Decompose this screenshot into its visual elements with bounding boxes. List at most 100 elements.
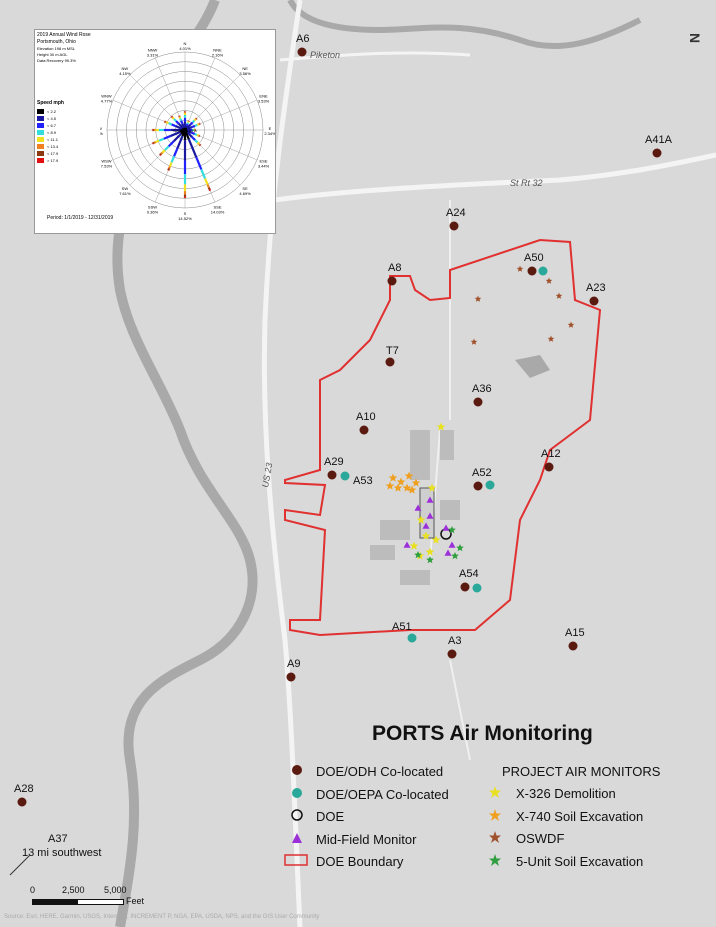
five-unit-star[interactable] (448, 526, 456, 534)
midfield-marker[interactable] (444, 549, 452, 556)
site-marker-a10[interactable] (359, 425, 369, 435)
five-unit-star[interactable] (414, 551, 422, 559)
windrose-legend-item: < 17.9 (37, 150, 58, 157)
windrose-bar (180, 120, 184, 124)
site-marker-a15[interactable] (568, 641, 578, 651)
site-label-t7: T7 (386, 345, 399, 357)
midfield-marker[interactable] (426, 496, 434, 503)
site-label-a50: A50 (524, 252, 544, 264)
legend-label: Mid-Field Monitor (316, 831, 417, 847)
site-marker-a28[interactable] (17, 797, 27, 807)
windrose-swatch (37, 151, 44, 156)
windrose-dir-label: N (184, 41, 187, 46)
site-marker-a9[interactable] (286, 672, 296, 682)
x740-star[interactable] (385, 481, 395, 490)
windrose-bar (198, 143, 201, 146)
legend-symbol-brown-star-icon (488, 830, 502, 849)
site-marker-a52[interactable] (473, 481, 483, 491)
x740-star[interactable] (402, 483, 412, 492)
windrose-bar (159, 153, 162, 156)
windrose-dir-label: SSE (214, 205, 222, 210)
windrose-calm: CALM 0.03% (173, 128, 197, 133)
five-unit-star[interactable] (456, 544, 464, 552)
windrose-bar (168, 161, 173, 167)
windrose-bar (185, 123, 192, 130)
site-marker-a54[interactable] (460, 582, 470, 592)
x740-star[interactable] (411, 478, 421, 487)
site-marker-a53[interactable] (340, 471, 350, 481)
oswdf-star[interactable] (474, 295, 482, 302)
windrose-pct-label: 3.31% (147, 52, 159, 57)
midfield-marker[interactable] (442, 524, 450, 531)
site-marker-a41a[interactable] (652, 148, 662, 158)
windrose-chart: N4.01%NNE2.16%NE3.56%ENE3.53%E2.34%ESE3.… (100, 41, 275, 221)
site-marker-a8[interactable] (387, 276, 397, 286)
oswdf-star[interactable] (555, 292, 563, 299)
site-label-a54: A54 (459, 568, 479, 580)
x740-star[interactable] (388, 473, 398, 482)
site-marker-a50[interactable] (527, 266, 537, 276)
site-marker-a36[interactable] (473, 397, 483, 407)
windrose-bar (173, 147, 179, 157)
midfield-marker[interactable] (414, 504, 422, 511)
scale-tick-0: 0 (30, 885, 36, 895)
windrose-pct-label: 7.53% (101, 164, 113, 169)
windrose-period: Period: 1/1/2019 - 12/31/2019 (47, 215, 114, 221)
windrose-dir-label: SE (242, 186, 248, 191)
site-marker-a3[interactable] (447, 649, 457, 659)
site-marker-t7[interactable] (385, 357, 395, 367)
road-st-rt-32 (274, 152, 716, 203)
x326-star[interactable] (436, 422, 446, 431)
windrose-bar (175, 120, 180, 125)
site-marker-a6[interactable] (297, 47, 307, 57)
windrose-bar (194, 123, 198, 127)
windrose-location: Portsmouth, Ohio (37, 39, 76, 45)
x326-star[interactable] (416, 515, 426, 524)
windrose-dir-label: W (100, 126, 102, 131)
x326-star[interactable] (425, 547, 435, 556)
legend-symbol-hollow-circle-icon (290, 808, 304, 827)
site-marker-a51[interactable] (407, 633, 417, 643)
oswdf-star[interactable] (516, 265, 524, 272)
windrose-legend-item: > 17.9 (37, 157, 58, 164)
x326-star[interactable] (427, 483, 437, 492)
windrose-pct-label: 9.36% (147, 210, 159, 215)
five-unit-star[interactable] (426, 556, 434, 564)
oswdf-star[interactable] (567, 321, 575, 328)
oswdf-star[interactable] (470, 338, 478, 345)
windrose-bar (160, 151, 164, 155)
site-marker-a23[interactable] (589, 296, 599, 306)
site-label-a8: A8 (388, 262, 401, 274)
x740-star[interactable] (404, 471, 414, 480)
x326-star[interactable] (415, 551, 425, 560)
midfield-marker[interactable] (426, 512, 434, 519)
x740-star[interactable] (396, 477, 406, 486)
x326-star[interactable] (431, 535, 441, 544)
x740-star[interactable] (407, 485, 417, 494)
x326-star[interactable] (409, 541, 419, 550)
midfield-marker[interactable] (403, 541, 411, 548)
midfield-marker[interactable] (422, 522, 430, 529)
site-marker-a12[interactable] (544, 462, 554, 472)
windrose-bar (207, 187, 211, 190)
windrose-bar (163, 135, 171, 140)
oepa-marker[interactable] (485, 480, 495, 490)
x740-star[interactable] (393, 483, 403, 492)
x326-star[interactable] (421, 531, 431, 540)
windrose-bar (175, 125, 183, 130)
north-arrow-icon: N (687, 32, 704, 44)
site-label-a15: A15 (565, 627, 585, 639)
oepa-marker[interactable] (538, 266, 548, 276)
oswdf-star[interactable] (547, 335, 555, 342)
windrose-bar (196, 141, 200, 145)
site-marker-a24[interactable] (449, 221, 459, 231)
site-marker-a29[interactable] (327, 470, 337, 480)
windrose-pct-label: 14.03% (211, 210, 225, 215)
windrose-bar (166, 121, 169, 125)
midfield-marker[interactable] (448, 541, 456, 548)
windrose-bar (181, 123, 186, 129)
windrose-dir-label: NNW (148, 47, 158, 52)
five-unit-star[interactable] (451, 552, 459, 560)
oepa-marker[interactable] (472, 583, 482, 593)
oswdf-star[interactable] (545, 277, 553, 284)
